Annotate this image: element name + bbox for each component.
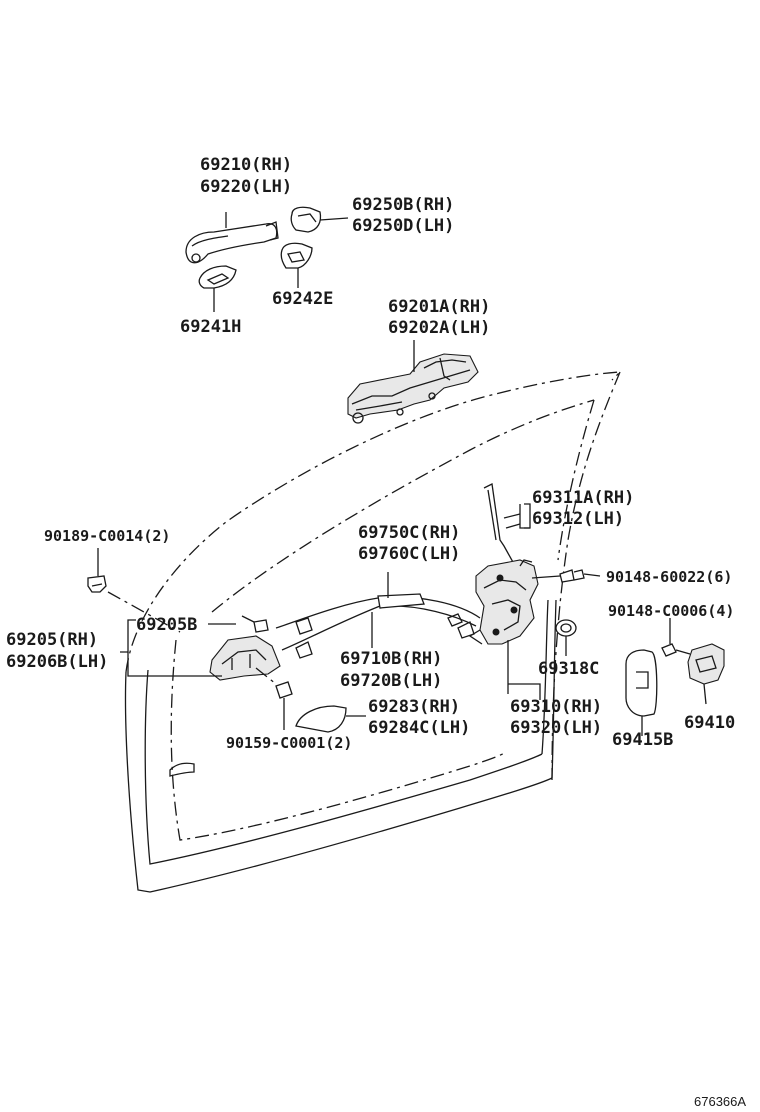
label-screw-handle: 90159-C0001(2) [226,734,352,752]
label-cap-lh: 69250D(LH) [352,216,454,236]
leader-lines [120,503,541,700]
label-striker: 69410 [684,713,735,733]
label-cable-clamp-rh: 69750C(RH) [358,523,460,543]
label-clip: 90189-C0014(2) [44,527,170,545]
door-lock-part [468,559,539,645]
clip-part [87,548,181,633]
lock-rod-part [483,483,530,565]
label-screw-striker: 90148-C0006(4) [608,602,734,620]
label-cable-clamp-lh: 69760C(LH) [358,544,460,564]
label-grommet: 69318C [538,659,599,679]
inside-handle-part [209,619,281,681]
striker-pad-part [625,649,658,736]
door-outline [124,371,622,893]
label-frame-rh: 69201A(RH) [388,297,490,317]
label-lock-lh: 69320(LH) [510,718,602,738]
label-frame-lh: 69202A(LH) [388,318,490,338]
diagram-reference: 676366A [694,1094,746,1109]
labels: 69210(RH) 69220(LH) 69250B(RH) 69250D(LH… [6,155,746,1109]
lock-screw-part [531,569,601,583]
label-rod-lh: 69312(LH) [532,509,624,529]
label-inside-handle-lh: 69206B(LH) [6,652,108,672]
label-screw-lock: 90148-60022(6) [606,568,732,586]
handle-cap-part [290,206,349,233]
label-striker-pad: 69415B [612,730,673,750]
striker-part [687,643,725,705]
front-pad-part [198,265,237,312]
cover-part [295,705,366,733]
label-inside-handle-rh: 69205(RH) [6,630,98,650]
label-cable-rh: 69710B(RH) [340,649,442,669]
rear-pad-part [280,242,313,288]
label-pad-front: 69241H [180,317,241,337]
label-pad-rear: 69242E [272,289,333,309]
grommet-part [555,619,577,656]
label-lock-rh: 69310(RH) [510,697,602,717]
label-cover-lh: 69284C(LH) [368,718,470,738]
handle-screw-part [255,667,293,730]
outer-handle-part [185,212,279,264]
striker-screw-part [661,618,691,657]
label-handle-outer-lh: 69220(LH) [200,177,292,197]
handle-frame-part [347,340,479,424]
label-rod-rh: 69311A(RH) [532,488,634,508]
label-cable-lh: 69720B(LH) [340,671,442,691]
label-cover-rh: 69283(RH) [368,697,460,717]
cable-part [241,572,481,659]
label-handle-outer-rh: 69210(RH) [200,155,292,175]
label-inside-handle-b: 69205B [136,615,197,635]
label-cap-rh: 69250B(RH) [352,195,454,215]
